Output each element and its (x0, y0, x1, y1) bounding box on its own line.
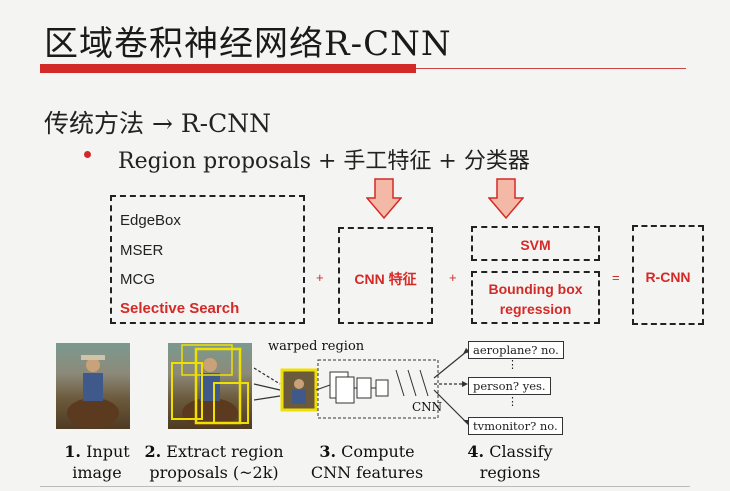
output-aeroplane: aeroplane? no. (468, 341, 564, 359)
caption-input-image: 1. Input image (64, 442, 130, 482)
footer-divider (40, 486, 690, 487)
rcnn-label: R-CNN (645, 269, 691, 285)
output-person: person? yes. (468, 377, 551, 395)
rcnn-result-box: R-CNN (632, 225, 704, 325)
cnn-label: CNN (412, 400, 443, 414)
cnn-feature-box: CNN 特征 (338, 227, 433, 324)
proposals-image (168, 343, 252, 429)
warped-region-label: warped region (268, 339, 365, 354)
proposal-methods-box: EdgeBox MSER MCG Selective Search (110, 195, 305, 324)
svm-box: SVM (471, 226, 600, 261)
proposal-boxes-icon (171, 344, 249, 428)
bbox-regression-box: Bounding box regression (471, 271, 600, 324)
method-edgebox: EdgeBox (120, 212, 181, 229)
method-mser: MSER (120, 242, 164, 259)
method-selective-search: Selective Search (120, 300, 240, 317)
caption-extract-proposals: 2. Extract region proposals (~2k) (144, 442, 284, 482)
slide-subtitle: 传统方法 → R-CNN (44, 109, 271, 138)
plus-operator: + (449, 270, 457, 285)
input-image (56, 343, 130, 429)
cnn-diagram (253, 348, 470, 425)
rider-figure-icon (67, 355, 119, 428)
title-underline-thin (416, 68, 686, 69)
output-tvmonitor: tvmonitor? no. (468, 417, 563, 435)
caption-classify-regions: 4. Classify regions (467, 442, 553, 482)
vdots-icon: ⋮ (507, 395, 518, 408)
bullet-dot-icon (84, 151, 91, 158)
equals-operator: = (612, 270, 620, 285)
method-mcg: MCG (120, 271, 155, 288)
down-arrow-icon (366, 178, 402, 220)
svm-label: SVM (520, 237, 551, 253)
slide-title: 区域卷积神经网络R-CNN (44, 24, 452, 64)
cnn-feature-label: CNN 特征 (354, 271, 417, 287)
title-underline-bar (40, 64, 416, 73)
bullet-text: Region proposals + 手工特征 + 分类器 (118, 149, 530, 174)
caption-compute-features: 3. Compute CNN features (310, 442, 424, 482)
plus-operator: + (316, 270, 324, 285)
bbox-regression-line1: Bounding box (488, 281, 583, 297)
down-arrow-icon (488, 178, 524, 220)
bbox-regression-line2: regression (499, 301, 572, 317)
vdots-icon: ⋮ (507, 358, 518, 371)
